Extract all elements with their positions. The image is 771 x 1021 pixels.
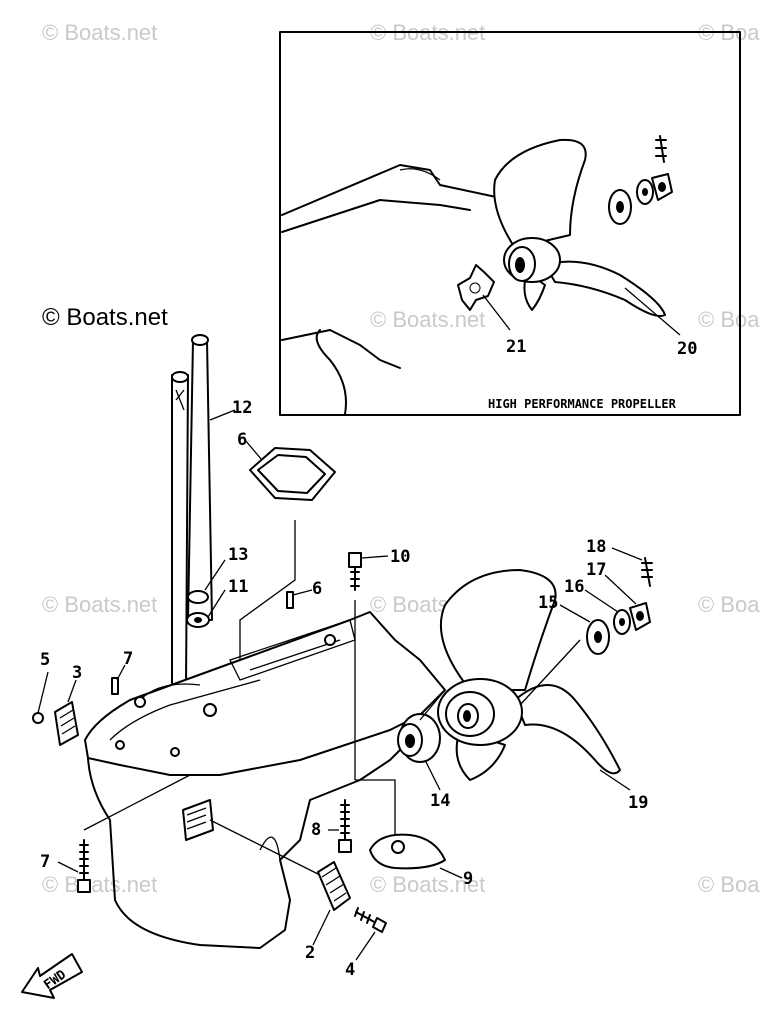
part-label-8: 8: [311, 820, 321, 840]
bolt-7: 7: [40, 774, 191, 893]
part-label-5: 6: [237, 430, 247, 450]
part-label-18: 18: [586, 537, 606, 557]
part-label-11: 11: [228, 577, 248, 597]
drive-shaft: 12: [171, 334, 252, 691]
part-label-12: 12: [232, 398, 252, 418]
part-label-9: 9: [463, 869, 473, 889]
watermark: © Boats.net: [370, 307, 485, 332]
part-label-6b: 7: [123, 649, 133, 669]
watermark: © Boa: [698, 307, 760, 332]
bolt-8: 8: [311, 799, 352, 853]
part-label-14: 14: [430, 791, 450, 811]
part-label-4: 5: [40, 650, 50, 670]
inset-caption: HIGH PERFORMANCE PROPELLER: [488, 397, 677, 411]
gasket: 6: [237, 430, 336, 690]
anode-1: 2 4: [209, 819, 387, 980]
pin-6: 6 7: [111, 579, 322, 695]
part-label-10: 10: [390, 547, 410, 567]
watermark: © Boats.net: [42, 592, 157, 617]
part-label-17: 17: [586, 560, 606, 580]
part-label-3: 4: [345, 960, 355, 980]
trim-tab-9: 9: [355, 779, 473, 889]
part-label-20: 20: [677, 339, 697, 359]
part-label-7: 7: [40, 852, 50, 872]
propeller-19: 19: [437, 569, 648, 813]
seals: 13 11: [186, 545, 248, 628]
prop-hardware: 15 16 17 18: [419, 537, 653, 721]
part-label-15: 15: [538, 593, 558, 613]
part-label-13: 13: [228, 545, 248, 565]
watermark-dark: © Boats.net: [42, 304, 168, 331]
watermark: © Boa: [698, 592, 760, 617]
anode-2: 5 3: [32, 650, 82, 746]
bolt-10: 10: [348, 547, 410, 780]
inset-box: 21 20 HIGH PERFORMANCE PROPELLER: [279, 31, 741, 416]
fwd-arrow: FWD: [21, 953, 83, 999]
watermark: © Boats.net: [42, 872, 157, 897]
part-label-16: 16: [564, 577, 584, 597]
part-label-2: 3: [72, 663, 82, 683]
part-label-1: 2: [305, 943, 315, 963]
part-label-21: 21: [506, 337, 526, 357]
watermark: © Boats.net: [370, 872, 485, 897]
watermark: © Boats.net: [42, 20, 157, 45]
watermark: © Boa: [698, 872, 760, 897]
part-label-6: 6: [312, 579, 322, 599]
part-label-19: 19: [628, 793, 648, 813]
thrust-washer-14: 14: [397, 713, 450, 811]
